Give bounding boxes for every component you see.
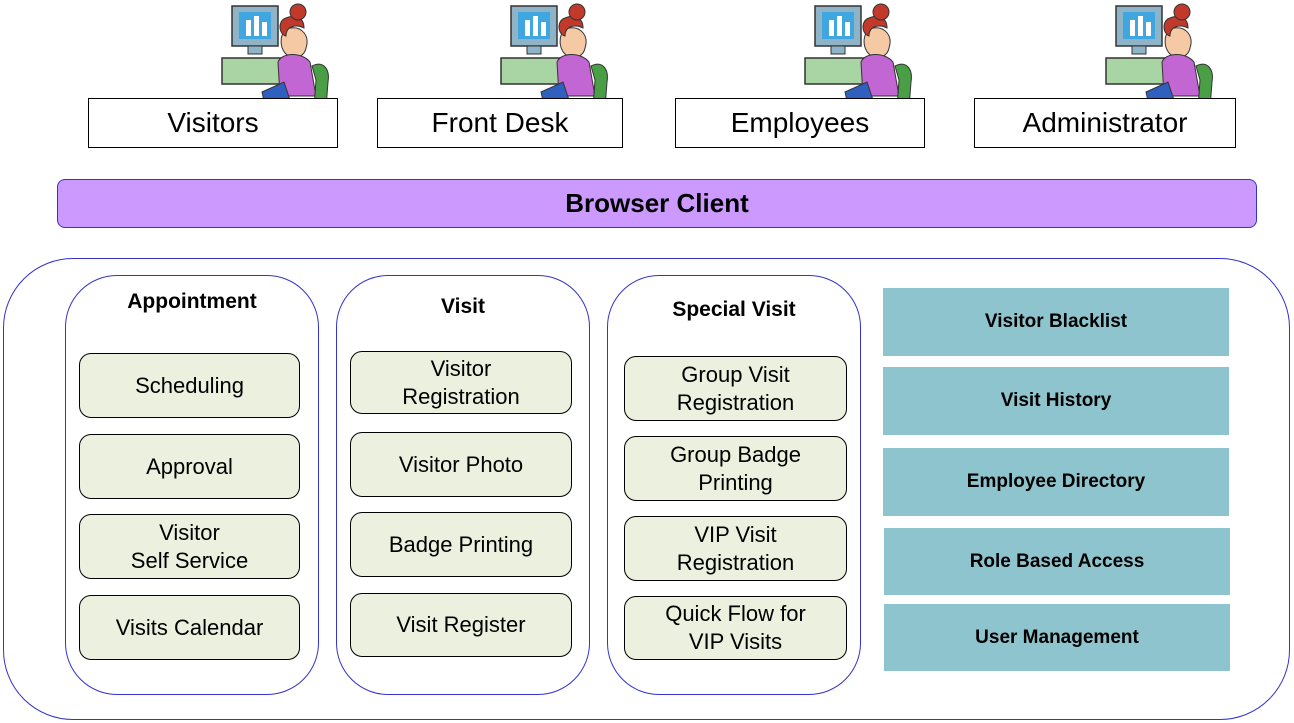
- module-title: Appointment: [127, 290, 257, 313]
- user-at-computer-icon: [220, 0, 332, 112]
- feature-box: Approval: [79, 434, 300, 499]
- user-employees: Employees: [675, 0, 925, 150]
- feature-box: Visitor Photo: [350, 432, 572, 497]
- feature-box: Visit Register: [350, 593, 572, 657]
- feature-box: Visits Calendar: [79, 595, 300, 660]
- feature-box: Scheduling: [79, 353, 300, 418]
- feature-box: VIP Visit Registration: [624, 516, 847, 581]
- service-role-based-access: Role Based Access: [884, 528, 1230, 595]
- user-visitors: Visitors: [88, 0, 338, 150]
- module-title: Visit: [441, 295, 485, 318]
- feature-box: Quick Flow for VIP Visits: [624, 596, 847, 660]
- service-user-management: User Management: [884, 604, 1230, 671]
- user-label: Visitors: [88, 98, 338, 148]
- user-label: Employees: [675, 98, 925, 148]
- user-label: Front Desk: [377, 98, 623, 148]
- service-visitor-blacklist: Visitor Blacklist: [883, 288, 1229, 356]
- module-title: Special Visit: [672, 298, 796, 321]
- feature-box: Visitor Registration: [350, 351, 572, 414]
- browser-client-layer: Browser Client: [57, 179, 1257, 228]
- feature-box: Group Badge Printing: [624, 436, 847, 501]
- user-front-desk: Front Desk: [377, 0, 627, 150]
- user-administrator: Administrator: [974, 0, 1236, 150]
- feature-box: Visitor Self Service: [79, 514, 300, 579]
- feature-box: Badge Printing: [350, 512, 572, 577]
- user-at-computer-icon: [499, 0, 611, 112]
- user-label: Administrator: [974, 98, 1236, 148]
- user-at-computer-icon: [1104, 0, 1216, 112]
- feature-box: Group Visit Registration: [624, 356, 847, 421]
- service-employee-directory: Employee Directory: [883, 448, 1229, 516]
- service-visit-history: Visit History: [883, 367, 1229, 435]
- user-at-computer-icon: [803, 0, 915, 112]
